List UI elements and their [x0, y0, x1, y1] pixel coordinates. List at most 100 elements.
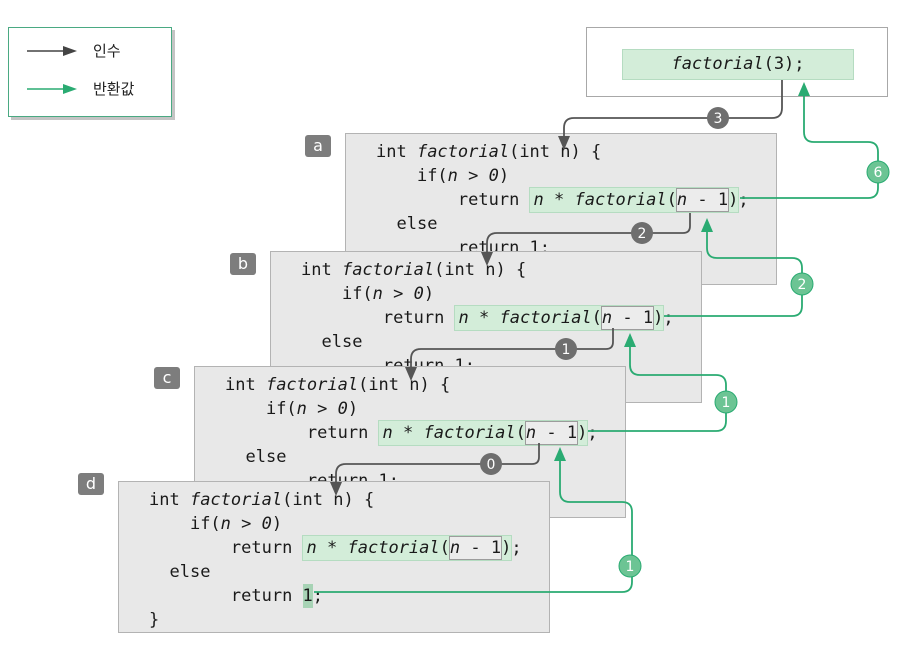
green-arrow-icon: [27, 83, 77, 94]
code-token: n: [458, 308, 469, 328]
code-token: n: [306, 538, 317, 558]
code-token: if(: [189, 514, 221, 534]
dark-arrow-icon: [27, 45, 77, 56]
arg-expr-b: n - 1: [600, 306, 655, 330]
arg-expr-a: n - 1: [675, 188, 730, 212]
code-token: (int n) {: [509, 142, 602, 162]
call-func-name: factorial: [671, 54, 764, 74]
code-block-c: int factorial(int n) { if(n > 0) return …: [225, 373, 598, 493]
return-badge-1a: 1: [618, 554, 642, 578]
return-badge-6: 6: [866, 160, 890, 184]
panel-tag-d: d: [78, 473, 104, 495]
code-token: - 1: [687, 190, 729, 210]
code-token: *: [316, 538, 348, 558]
code-token: ): [498, 166, 510, 186]
badge-circle: [714, 390, 738, 414]
recursive-expr-a: n * factorial(n - 1): [528, 187, 740, 213]
badge-circle: [790, 272, 814, 296]
code-token: n: [220, 514, 231, 534]
code-token: n: [296, 399, 307, 419]
code-token: n: [447, 166, 458, 186]
code-token: (int n) {: [282, 490, 375, 510]
argument-badge-3: 3: [707, 107, 729, 129]
legend-label-argument: 인수: [93, 42, 121, 60]
code-token: factorial: [341, 260, 435, 280]
code-token: ;: [587, 423, 598, 443]
code-token: n: [382, 423, 393, 443]
code-token: >: [382, 284, 414, 304]
panel-d: int factorial(int n) { if(n > 0) return …: [118, 481, 550, 633]
code-token: ): [728, 190, 739, 210]
recursive-expr-b: n * factorial(n - 1): [453, 305, 665, 331]
code-token: int: [225, 375, 266, 395]
code-token: 0: [337, 399, 348, 419]
code-token: 0: [261, 514, 272, 534]
return-badge-1b: 1: [714, 390, 738, 414]
code-block-d: int factorial(int n) { if(n > 0) return …: [149, 488, 522, 632]
code-token: ;: [663, 308, 674, 328]
code-token: factorial: [423, 423, 516, 443]
code-token: (: [591, 308, 602, 328]
code-token: (: [439, 538, 450, 558]
code-token: int: [301, 260, 342, 280]
code-token: return: [230, 538, 303, 558]
panel-a: int factorial(int n) { if(n > 0) return …: [345, 133, 777, 285]
code-token: (: [515, 423, 526, 443]
code-token: 0: [488, 166, 499, 186]
legend-item-argument: 인수: [25, 40, 121, 61]
code-token: *: [543, 190, 575, 210]
code-token: - 1: [612, 308, 654, 328]
code-token: (: [666, 190, 677, 210]
caller-box: factorial(3);: [586, 27, 888, 97]
code-token: *: [392, 423, 424, 443]
code-token: factorial: [265, 375, 359, 395]
code-token: (int n) {: [358, 375, 451, 395]
arg-expr-d: n - 1: [448, 536, 503, 560]
arg-expr-c: n - 1: [524, 421, 579, 445]
code-token: return: [457, 190, 530, 210]
code-token: factorial: [347, 538, 440, 558]
return-badge-2: 2: [790, 272, 814, 296]
code-token: (int n) {: [434, 260, 527, 280]
code-token: ;: [738, 190, 749, 210]
code-token: else: [245, 447, 287, 467]
code-block-b: int factorial(int n) { if(n > 0) return …: [301, 258, 674, 378]
code-token: ): [501, 538, 512, 558]
code-token: factorial: [416, 142, 510, 162]
code-token: else: [169, 562, 211, 582]
code-token: n: [533, 190, 544, 210]
code-block-a: int factorial(int n) { if(n > 0) return …: [376, 140, 749, 260]
badge-circle: [866, 160, 890, 184]
code-token: - 1: [460, 538, 502, 558]
badge-label: 3: [714, 111, 723, 127]
base-case-value: 1: [302, 584, 313, 608]
badge-circle: [618, 554, 642, 578]
code-token: >: [306, 399, 338, 419]
code-token: factorial: [574, 190, 667, 210]
code-token: ): [653, 308, 664, 328]
code-token: if(: [416, 166, 448, 186]
code-token: return: [306, 423, 379, 443]
badge-label: 1: [722, 395, 731, 411]
code-token: factorial: [499, 308, 592, 328]
badge-label: 2: [798, 277, 807, 293]
code-token: *: [468, 308, 500, 328]
recursive-expr-c: n * factorial(n - 1): [377, 420, 589, 446]
code-token: ): [423, 284, 435, 304]
code-token: int: [376, 142, 417, 162]
legend-item-return: 반환값: [25, 78, 134, 99]
call-args: (3);: [763, 54, 805, 74]
legend: 인수 반환값: [8, 27, 172, 117]
code-token: ;: [312, 586, 324, 606]
code-token: int: [149, 490, 190, 510]
panel-tag-c: c: [154, 367, 180, 389]
badge-label: 1: [626, 559, 635, 575]
code-token: n: [372, 284, 383, 304]
recursive-expr-d: n * factorial(n - 1): [301, 535, 513, 561]
code-token: else: [396, 214, 438, 234]
code-token: n: [449, 538, 461, 558]
legend-label-return: 반환값: [93, 80, 135, 98]
code-token: >: [230, 514, 262, 534]
code-token: n: [601, 308, 613, 328]
code-token: factorial: [189, 490, 283, 510]
